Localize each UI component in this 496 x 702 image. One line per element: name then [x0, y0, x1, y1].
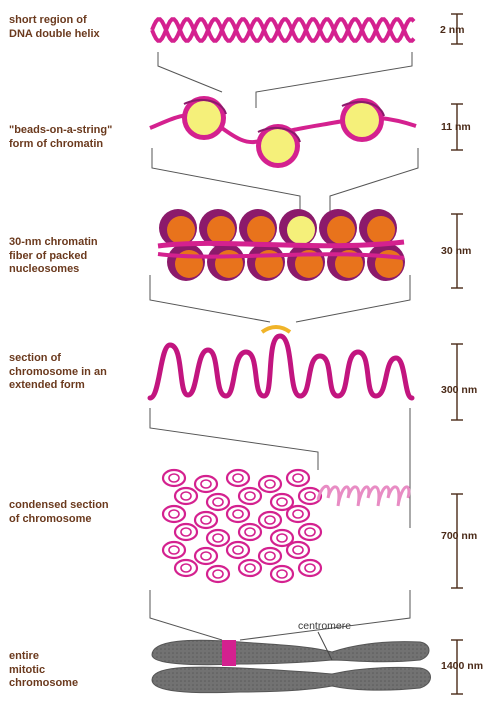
level-label-condensed: condensed section of chromosome — [9, 499, 109, 526]
label-line: short region of — [9, 14, 100, 28]
label-line: condensed section — [9, 499, 109, 513]
nucleosome-bead — [182, 96, 226, 140]
scale-label-700nm: 700 nm — [441, 530, 477, 542]
linker-highlight — [262, 327, 290, 332]
beads-on-a-string — [150, 96, 416, 168]
label-line: nucleosomes — [9, 263, 98, 277]
level-label-extended: section of chromosome in an extended for… — [9, 352, 107, 393]
label-line: "beads-on-a-string" — [9, 124, 112, 138]
label-line: extended form — [9, 379, 107, 393]
extended-chromosome — [150, 336, 412, 398]
centromere-label: centromere — [298, 620, 351, 632]
label-line: fiber of packed — [9, 250, 98, 264]
label-line: of chromosome — [9, 513, 109, 527]
level-label-mitotic: entire mitotic chromosome — [9, 650, 78, 691]
nucleosome-bead — [256, 124, 300, 168]
label-line: form of chromatin — [9, 138, 112, 152]
label-line: entire — [9, 650, 78, 664]
label-line: section of — [9, 352, 107, 366]
scale-label-11nm: 11 nm — [441, 121, 471, 133]
scale-label-1400nm: 1400 nm — [441, 660, 483, 672]
scale-label-30nm: 30 nm — [441, 245, 471, 257]
label-line: mitotic — [9, 664, 78, 678]
mitotic-chromosome — [152, 632, 431, 693]
scale-bars — [451, 14, 463, 694]
dna-double-helix — [152, 19, 414, 40]
nucleosome-bead — [340, 98, 384, 142]
highlighted-region — [222, 640, 236, 666]
label-line: DNA double helix — [9, 28, 100, 42]
label-line: 30-nm chromatin — [9, 236, 98, 250]
level-label-fiber: 30-nm chromatin fiber of packed nucleoso… — [9, 236, 98, 277]
label-line: chromosome in an — [9, 366, 107, 380]
30nm-chromatin-fiber — [158, 209, 405, 281]
scale-label-2nm: 2 nm — [440, 24, 465, 36]
label-line: chromosome — [9, 677, 78, 691]
level-label-dna: short region of DNA double helix — [9, 14, 100, 41]
level-label-beads: "beads-on-a-string" form of chromatin — [9, 124, 112, 151]
condensed-chromosome-section — [163, 470, 409, 582]
scale-label-300nm: 300 nm — [441, 384, 477, 396]
